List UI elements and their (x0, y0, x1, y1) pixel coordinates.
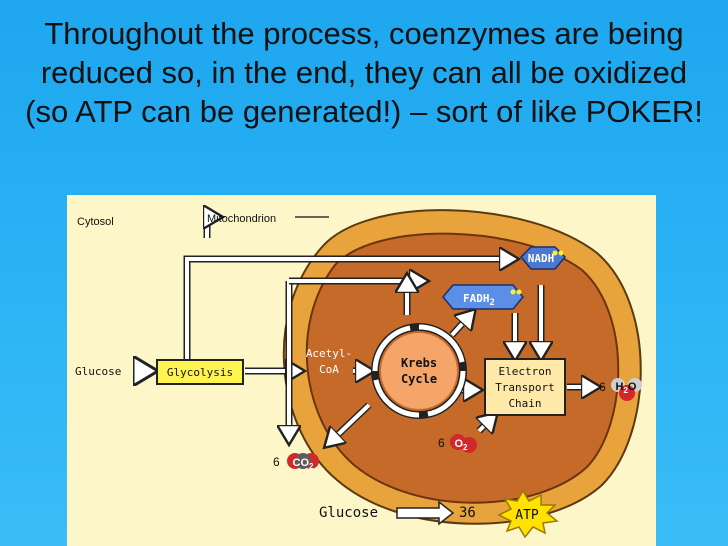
h2o-o-label: O (628, 381, 637, 393)
etc-label-line1: Electron (499, 365, 552, 378)
o2-molecule: 6 O2 (438, 434, 477, 453)
atp-burst: ATP (497, 489, 559, 539)
krebs-cycle: Krebs Cycle (371, 323, 467, 419)
fadh2-subscript: 2 (490, 298, 495, 308)
glycolysis-box: Glycolysis (156, 359, 244, 385)
svg-text:H2O: H2O (616, 381, 637, 395)
fadh2-molecule: FADH2 (442, 284, 524, 310)
krebs-label-line2: Cycle (401, 372, 437, 386)
acetyl-coa-label-line2: CoA (319, 363, 339, 376)
glycolysis-label: Glycolysis (167, 366, 233, 379)
o2-coefficient: 6 (438, 436, 445, 450)
o2-subscript: 2 (463, 443, 468, 452)
h2o-coefficient: 6 (599, 380, 606, 394)
nadh-label: NADH (528, 252, 555, 265)
etc-label-line2: Transport (495, 381, 555, 394)
nadh-molecule: NADH (519, 246, 567, 270)
summary-glucose-label: Glucose (319, 505, 378, 521)
fadh2-label: FADH (463, 292, 490, 305)
co2-coefficient: 6 (273, 455, 280, 469)
h2o-molecule: 6 H2O (599, 378, 642, 401)
h2o-h-label: H (616, 381, 624, 393)
co2-molecule: 6 CO2 (273, 453, 319, 471)
o2-label: O (454, 438, 463, 450)
svg-text:CO2: CO2 (293, 457, 315, 471)
cellular-respiration-diagram: Krebs Cycle Electron Transport Chain Gly… (67, 195, 656, 546)
summary-atp-count: 36 (459, 505, 476, 521)
svg-text:FADH2: FADH2 (463, 292, 495, 308)
summary-arrow (396, 500, 455, 526)
co2-subscript: 2 (309, 462, 314, 471)
svg-text:O2: O2 (454, 438, 468, 452)
krebs-label-line1: Krebs (401, 356, 437, 370)
etc-label-line3: Chain (508, 397, 541, 410)
electron-transport-chain-box: Electron Transport Chain (484, 358, 566, 416)
atp-label: ATP (515, 508, 539, 523)
co2-label: CO (293, 457, 310, 469)
cytosol-label: Cytosol (77, 216, 114, 228)
slide-title: Throughout the process, coenzymes are be… (25, 16, 703, 129)
acetyl-coa-label-line1: Acetyl- (306, 347, 352, 360)
glucose-input-label: Glucose (75, 365, 121, 378)
h2o-subscript: 2 (623, 386, 628, 395)
mitochondrion-label: Mitochondrion (207, 213, 276, 225)
